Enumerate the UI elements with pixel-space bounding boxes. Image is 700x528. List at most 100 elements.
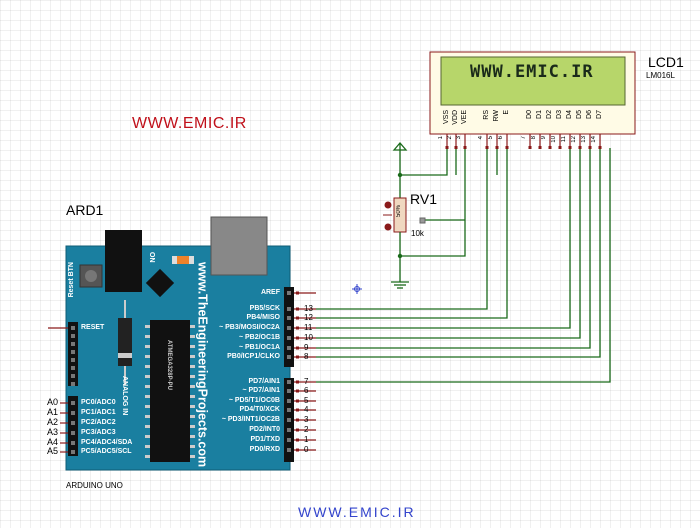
pot-adjust-up-icon[interactable] — [384, 201, 392, 209]
arduino-ref: ARD1 — [66, 202, 104, 218]
digital-pin-label: ~ PD5/T1/OC0B — [228, 397, 280, 404]
digital-pin-number: 12 — [304, 313, 313, 322]
lcd-pin-number: 11 — [561, 136, 567, 143]
lcd-pin-number: 8 — [531, 136, 537, 140]
wire-d12 — [316, 148, 508, 319]
wire-d10 — [316, 148, 581, 339]
digital-pin-label: PD7/AIN1 — [248, 378, 280, 385]
analog-pin-label: PC2/ADC2 — [81, 419, 116, 426]
brand-text: www.TheEngineeringProjects.com — [195, 262, 210, 468]
digital-pin-label: PB0/ICP1/CLKO — [227, 353, 280, 360]
analog-pin-ext: A2 — [47, 417, 59, 427]
digital-pin-label: PB5/SCK — [249, 305, 280, 312]
potentiometer[interactable] — [383, 142, 426, 289]
arduino-board[interactable] — [65, 216, 294, 471]
lcd-pin-label: D7 — [596, 110, 603, 119]
lcd-pin-label: E — [503, 110, 510, 115]
digital-pin-label: ~ PB2/OC1B — [238, 334, 280, 341]
lcd-pin-number: 5 — [488, 136, 494, 140]
lcd-pin-number: 4 — [478, 136, 484, 140]
chip-label: ATMEGA328P-PU — [166, 340, 172, 390]
atmega-chip — [150, 320, 190, 462]
wire-d8 — [316, 148, 601, 358]
on-label: ON — [148, 252, 155, 263]
lcd-pin-number: 9 — [541, 136, 547, 140]
diode — [118, 318, 132, 366]
digital-pin-label: AREF — [260, 289, 280, 296]
lcd-pin-number: 14 — [591, 136, 597, 143]
digital-pin-number: 0 — [304, 445, 309, 454]
lcd-pin-number: 2 — [447, 136, 453, 140]
lcd-pin-label: RS — [483, 110, 490, 120]
wire-d11 — [316, 148, 571, 329]
analog-header — [68, 396, 78, 456]
power-jack — [105, 230, 142, 292]
digital-pin-label: ~ PB3/MOSI/OC2A — [219, 324, 280, 331]
analog-in-label: ANALOG IN — [121, 376, 128, 416]
analog-pin-label: PC5/ADC5/SCL — [81, 448, 132, 455]
lcd-pins — [445, 134, 602, 149]
pot-value: 10k — [411, 229, 424, 238]
lcd-pin-number: 13 — [581, 136, 587, 143]
pot-ref: RV1 — [410, 191, 437, 207]
lcd-model: LM016L — [646, 71, 675, 80]
wire-d9 — [316, 148, 591, 349]
lcd-pin-label: RW — [493, 110, 500, 122]
digital-pin-number: 8 — [304, 352, 309, 361]
digital-pin-label: ~ PD7/AIN1 — [242, 387, 280, 394]
analog-pin-label: PC3/ADC3 — [81, 429, 116, 436]
wire-d13 — [316, 148, 488, 310]
cursor-crosshair-icon — [352, 284, 362, 294]
analog-pin-label: PC4/ADC4/SDA — [81, 439, 133, 446]
reset-pin-label: RESET — [81, 324, 105, 331]
lcd-pin-label: D3 — [556, 110, 563, 119]
analog-pin-ext: A1 — [47, 407, 59, 417]
watermark-top: WWW.EMIC.IR — [132, 115, 247, 132]
digital-pin-label: PD1/TXD — [250, 436, 280, 443]
lcd-pin-label: D6 — [586, 110, 593, 119]
lcd-pin-label: D1 — [536, 110, 543, 119]
lcd-pin-label: VSS — [443, 110, 450, 125]
lcd-display-text: WWW.EMIC.IR — [470, 62, 594, 82]
digital-pin-number: 6 — [304, 386, 309, 395]
digital-pin-number: 3 — [304, 415, 309, 424]
digital-pin-number: 9 — [304, 343, 309, 352]
lcd-pin-label: D0 — [526, 110, 533, 119]
reset-btn-label: Reset BTN — [68, 262, 75, 298]
analog-pin-ext: A0 — [47, 397, 59, 407]
digital-pin-number: 1 — [304, 435, 309, 444]
wires — [316, 148, 611, 383]
analog-pin-ext: A5 — [47, 446, 59, 456]
digital-pin-number: 4 — [304, 405, 309, 414]
lcd-screen — [440, 56, 626, 106]
digital-pin-number: 13 — [304, 304, 313, 313]
digital-pin-number: 7 — [304, 377, 309, 386]
lcd-ref: LCD1 — [648, 54, 684, 70]
digital-pin-number: 5 — [304, 396, 309, 405]
lcd-pin-number: 7 — [521, 136, 527, 140]
arduino-model: ARDUINO UNO — [66, 481, 123, 490]
lcd-pin-number: 12 — [571, 136, 577, 143]
lcd-pin-number: 10 — [551, 136, 557, 143]
digital-pin-number: 11 — [304, 323, 313, 332]
lcd-pin-label: VDD — [452, 110, 459, 125]
analog-pin-label: PC0/ADC0 — [81, 399, 116, 406]
digital-pin-label: ~ PB1/OC1A — [238, 344, 280, 351]
lcd-pin-label: D2 — [546, 110, 553, 119]
digital-pin-label: PD4/T0/XCK — [239, 406, 280, 413]
lcd-pin-number: 6 — [498, 136, 504, 140]
lcd-pin-label: D4 — [566, 110, 573, 119]
analog-pin-ext: A4 — [47, 437, 59, 447]
lcd-pin-label: VEE — [461, 110, 468, 125]
pot-adjust-down-icon[interactable] — [384, 223, 392, 231]
digital-pin-label: PB4/MISO — [246, 314, 280, 321]
analog-pin-ext: A3 — [47, 427, 59, 437]
lcd-pin-number: 1 — [438, 136, 444, 140]
power-led — [177, 256, 189, 264]
digital-pin-label: PD2/INT0 — [249, 426, 280, 433]
lcd-pin-number: 3 — [456, 136, 462, 140]
digital-pin-label: ~ PD3/INT1/OC2B — [221, 416, 280, 423]
analog-pin-label: PC1/ADC1 — [81, 409, 116, 416]
